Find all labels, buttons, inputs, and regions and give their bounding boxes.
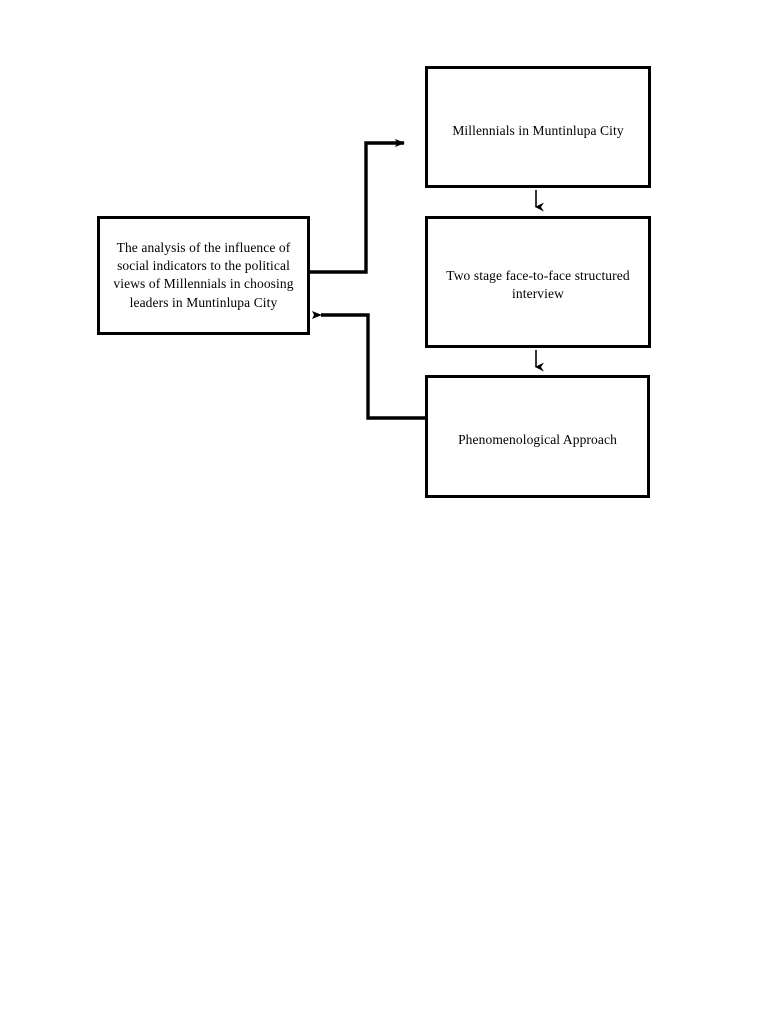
node-approach-label: Phenomenological Approach [458, 432, 617, 447]
node-participants-label: Millennials in Muntinlupa City [452, 123, 624, 138]
connector-approach-to-problem [312, 311, 425, 420]
connector-problem-to-participants [310, 139, 405, 274]
node-method-label: Two stage face-to-face structured interv… [446, 268, 630, 302]
node-participants: Millennials in Muntinlupa City [425, 66, 651, 188]
node-approach: Phenomenological Approach [425, 375, 650, 498]
node-research-problem-label: The analysis of the influence of social … [113, 240, 294, 310]
node-research-problem: The analysis of the influence of social … [97, 216, 310, 335]
node-method: Two stage face-to-face structured interv… [425, 216, 651, 348]
